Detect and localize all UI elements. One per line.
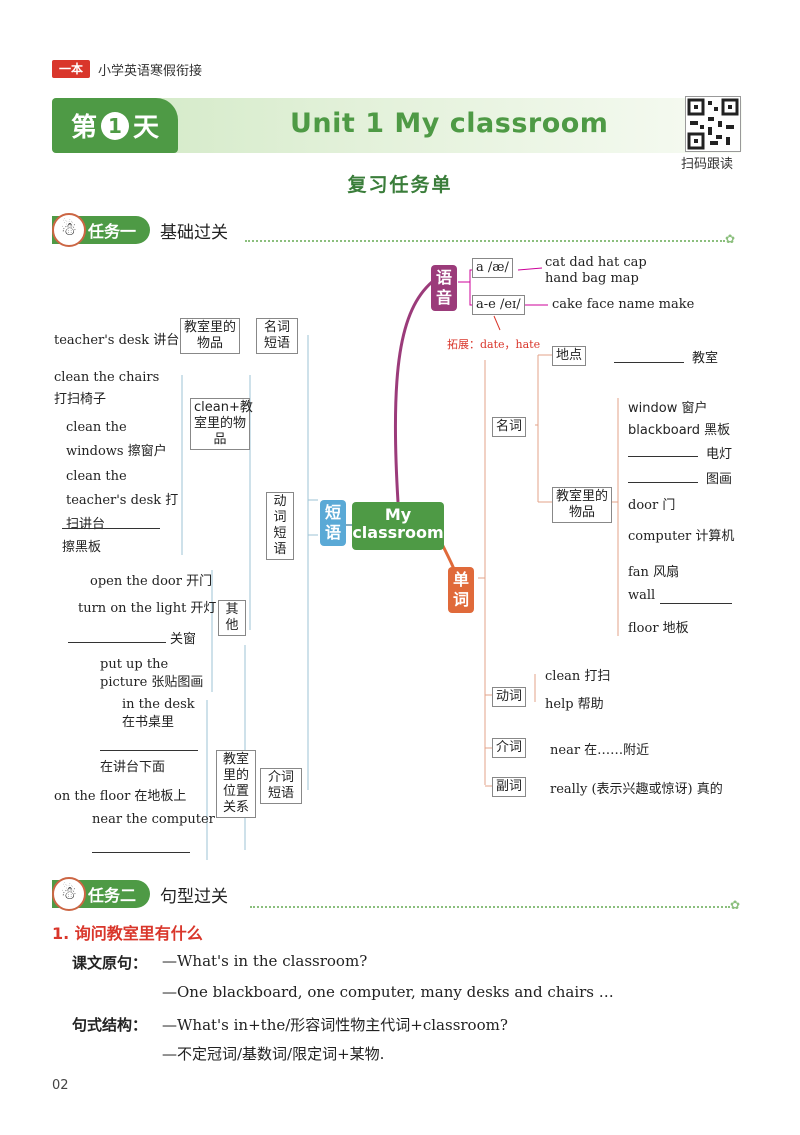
phrase-near-computer: near the computer [92, 812, 215, 827]
box-noun-phrases: 名词短语 [256, 318, 298, 354]
blank-board-line [62, 528, 160, 529]
box-adverbs: 副词 [492, 777, 527, 797]
blank-under-desk-line [100, 750, 198, 751]
day-badge: 第 1 天 [52, 98, 178, 153]
label-structure: 句式结构： [72, 1016, 148, 1034]
word-help: help 帮助 [545, 697, 604, 712]
badge-danci: 单词 [448, 567, 474, 613]
badge-yuyin: 语音 [431, 265, 457, 311]
phrase-teachers-desk: teacher's desk 讲台 [54, 333, 180, 348]
box-prepositions: 介词 [492, 738, 527, 758]
blank-near-line [92, 852, 190, 853]
phonics-a: a /æ/ [472, 258, 513, 278]
box-nouns: 名词 [492, 417, 527, 437]
blank-classroom-line [614, 362, 684, 363]
day-suffix: 天 [133, 113, 160, 143]
phrase-clean-blackboard: 擦黑板 [62, 540, 102, 555]
qr-code-icon[interactable] [685, 96, 741, 152]
phrase-close-window: 关窗 [170, 632, 197, 647]
word-fan: fan 风扇 [628, 565, 680, 580]
page-subtitle: 复习任务单 [347, 174, 453, 196]
flower-icon: ✿ [725, 232, 736, 246]
badge-duanyu: 短语 [320, 500, 346, 546]
task1-title: 基础过关 [160, 222, 229, 243]
blank-picture-line [628, 482, 698, 483]
day-number: 1 [101, 111, 129, 140]
phonics-ae-words: cake face name make [552, 297, 695, 312]
blank-light-line [628, 456, 698, 457]
phrase-under-desk: 在讲台下面 [100, 760, 166, 775]
box-verbs: 动词 [492, 687, 527, 707]
divider [250, 906, 730, 908]
series-title: 小学英语寒假衔接 [98, 64, 203, 79]
box-other: 其他 [218, 600, 246, 636]
box-positions: 教室里的位置关系 [216, 750, 256, 818]
box-place: 地点 [552, 346, 587, 366]
day-prefix: 第 [70, 113, 97, 143]
phrase-turn-on-light: turn on the light 开灯 [78, 601, 217, 616]
structure-answer: —不定冠词/基数词/限定词+某物. [162, 1045, 385, 1063]
phonics-a-words-2: hand bag map [545, 271, 639, 286]
phrase-clean-chairs: clean the chairs 打扫椅子 [54, 370, 160, 407]
mindmap-center: My classroom [352, 502, 444, 550]
word-window: window 窗户 [628, 401, 708, 416]
phrase-clean-windows: clean the windows 擦窗户 [66, 420, 167, 459]
qr-label: 扫码跟读 [681, 157, 734, 172]
phonics-extension: 拓展：date，hate [447, 338, 541, 351]
phonics-a-words-1: cat dad hat cap [545, 255, 647, 270]
word-blackboard: blackboard 黑板 [628, 423, 731, 438]
label-original: 课文原句： [72, 954, 148, 972]
phonics-ae: a-e /eɪ/ [472, 295, 525, 315]
word-light-cn: 电灯 [706, 447, 733, 462]
structure-question: —What's in+the/形容词性物主代词+classroom? [162, 1016, 508, 1034]
box-clean-items: clean+教室里的物品 [190, 398, 253, 450]
phrase-open-door: open the door 开门 [90, 574, 213, 589]
word-picture-cn: 图画 [706, 472, 733, 487]
word-wall: wall [628, 588, 656, 603]
task2-header: 任务二 句型过关 [52, 879, 228, 909]
section1-heading: 1. 询问教室里有什么 [52, 924, 203, 943]
blank-wall-line [660, 603, 732, 604]
snowman-icon: ☃ [52, 213, 86, 247]
phrase-clean-teacher-desk: clean the teacher's desk 打扫讲台 [66, 469, 179, 532]
box-prep-phrases: 介词短语 [260, 768, 302, 804]
snowman-icon: ☃ [52, 877, 86, 911]
word-door: door 门 [628, 498, 676, 513]
divider [245, 240, 725, 242]
word-computer: computer 计算机 [628, 529, 735, 544]
unit-title: Unit 1 My classroom [290, 108, 609, 139]
box-items: 教室里的物品 [552, 487, 612, 523]
word-classroom-cn: 教室 [692, 351, 719, 366]
phrase-in-desk: in the desk 在书桌里 [122, 697, 195, 730]
brand-logo: 一本 [52, 60, 90, 78]
phrase-on-floor: on the floor 在地板上 [54, 789, 187, 804]
blank-close-window-line [68, 642, 166, 643]
box-classroom-items: 教室里的物品 [180, 318, 240, 354]
word-clean: clean 打扫 [545, 669, 611, 684]
mindmap-lines [181, 267, 619, 860]
word-really: really (表示兴趣或惊讶) 真的 [550, 782, 723, 797]
box-verb-phrases: 动词短语 [266, 492, 294, 560]
task2-title: 句型过关 [160, 886, 229, 907]
page-number: 02 [52, 1078, 69, 1093]
flower-icon: ✿ [730, 898, 741, 912]
phrase-put-up-picture: put up the picture 张贴图画 [100, 657, 204, 690]
sentence-answer: —One blackboard, one computer, many desk… [162, 983, 614, 1001]
word-near: near 在……附近 [550, 743, 650, 758]
word-floor: floor 地板 [628, 621, 689, 636]
sentence-question: —What's in the classroom? [162, 952, 368, 970]
